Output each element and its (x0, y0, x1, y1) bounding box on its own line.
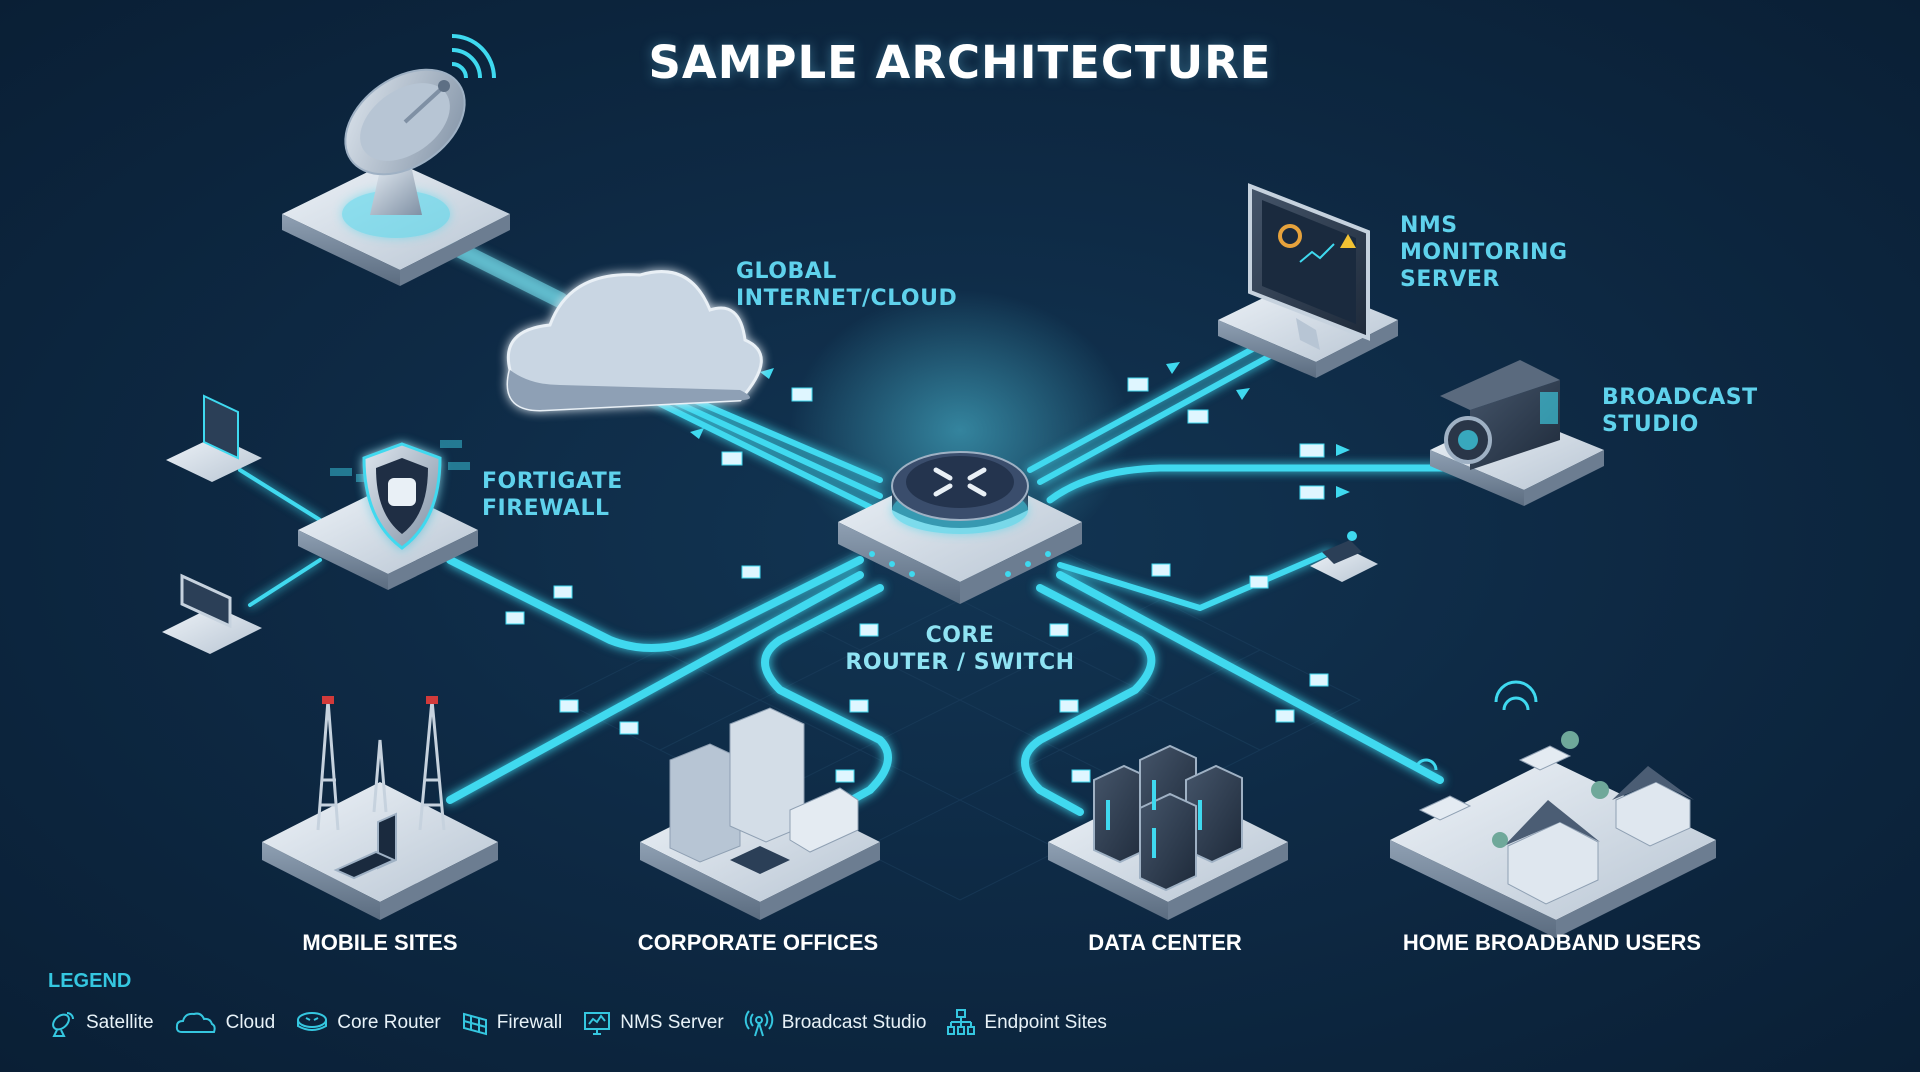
legend-item-satellite: Satellite (48, 1008, 154, 1038)
cloud-icon (175, 1012, 216, 1033)
legend-item-firewall: Firewall (461, 1008, 562, 1038)
link-firewall-devices (238, 468, 322, 607)
label-cloud-text: GLOBAL INTERNET/CLOUD (736, 259, 958, 311)
site-label-mobile: MOBILE SITES (302, 930, 458, 955)
core-router (838, 451, 1082, 604)
site-label-datacenter: DATA CENTER (1088, 930, 1242, 955)
legend-label: Cloud (225, 1012, 276, 1033)
link-endpoint (1057, 549, 1333, 611)
firewall-node (298, 440, 478, 590)
link-nms (1027, 342, 1273, 485)
core-router-icon (297, 1012, 328, 1031)
endpoint-sites-icon (947, 1009, 976, 1035)
label-nms-text: NMS MONITORING SERVER (1400, 213, 1568, 292)
broadcast-icon (744, 1010, 773, 1037)
nms-server (1218, 183, 1398, 378)
legend-item-nms-server: NMS Server (582, 1008, 724, 1038)
legend-label: Endpoint Sites (984, 1012, 1107, 1033)
endpoint-device (1310, 531, 1378, 582)
legend-item-cloud: Cloud (174, 1008, 276, 1038)
cloud-node (506, 270, 763, 412)
satellite-dish (282, 34, 510, 286)
legend-label: Satellite (86, 1012, 154, 1033)
label-nms: NMS MONITORING SERVER (1400, 212, 1568, 293)
satellite-icon (52, 1012, 74, 1037)
link-firewall (446, 556, 864, 652)
site-label-home: HOME BROADBAND USERS (1402, 930, 1702, 955)
link-datacenter (1021, 584, 1156, 816)
firewall-endpoint-tablet (166, 394, 262, 482)
corporate-offices (640, 707, 880, 920)
label-core-text: CORE ROUTER / SWITCH (845, 623, 1075, 675)
data-center (1048, 744, 1288, 920)
link-broadcast (1046, 464, 1464, 504)
legend-title: LEGEND (48, 970, 132, 992)
link-mobile (446, 571, 864, 804)
label-firewall-text: FORTIGATE FIREWALL (482, 469, 623, 521)
legend-item-core-router: Core Router (295, 1008, 441, 1038)
label-cloud: GLOBAL INTERNET/CLOUD (736, 258, 957, 312)
broadcast-studio (1430, 360, 1604, 506)
legend-label: NMS Server (620, 1012, 724, 1033)
label-broadcast-text: BROADCAST STUDIO (1602, 385, 1758, 437)
link-satellite-beam (442, 237, 568, 308)
legend-label: Broadcast Studio (781, 1012, 927, 1033)
core-glow (790, 290, 1130, 570)
label-core: CORE ROUTER / SWITCH (840, 622, 1080, 676)
legend-label: Firewall (496, 1012, 563, 1033)
label-firewall: FORTIGATE FIREWALL (482, 468, 623, 522)
legend-item-broadcast: Broadcast Studio (744, 1008, 927, 1038)
label-broadcast: BROADCAST STUDIO (1602, 384, 1758, 438)
legend-label: Core Router (337, 1012, 441, 1033)
mobile-sites (262, 696, 498, 920)
home-broadband (1390, 680, 1716, 938)
packets (505, 377, 1329, 783)
flow-arrows (690, 362, 1350, 498)
link-home (1056, 571, 1444, 784)
link-corporate (761, 584, 892, 816)
site-label-corporate: CORPORATE OFFICES (637, 930, 879, 955)
legend-item-endpoint-sites: Endpoint Sites (946, 1008, 1107, 1038)
nms-server-icon (584, 1012, 611, 1035)
links (238, 237, 1464, 816)
legend: Satellite Cloud Core Router Firewall NMS… (48, 1008, 1127, 1038)
firewall-endpoint-laptop (162, 573, 262, 654)
firewall-icon (462, 1012, 487, 1036)
diagram-title: SAMPLE ARCHITECTURE (648, 36, 1272, 89)
